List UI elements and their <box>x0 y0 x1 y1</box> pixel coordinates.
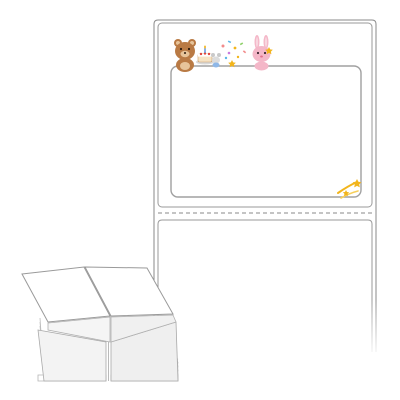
strip-fade <box>150 300 382 360</box>
sheet-label-top-left <box>21 266 111 323</box>
teddy-bear-illustration <box>174 39 196 72</box>
liner-outline <box>153 19 377 352</box>
sheet-label-bottom-right <box>110 314 177 343</box>
confetti-illustration <box>221 40 247 68</box>
bunny-illustration <box>252 35 273 71</box>
mouse-illustration <box>211 53 221 68</box>
star-icon <box>352 179 362 188</box>
fanfold-stack-illustration <box>21 266 179 382</box>
top-label <box>157 22 373 208</box>
stack-front-left <box>37 329 107 382</box>
label-liner <box>153 19 377 352</box>
sheet-label-top-right <box>84 266 174 317</box>
sheet-label-bottom-left <box>47 316 111 343</box>
message-frame <box>170 65 362 198</box>
birthday-cake-illustration <box>196 45 214 65</box>
shooting-stars-illustration <box>337 179 362 199</box>
star-icon <box>342 190 350 196</box>
